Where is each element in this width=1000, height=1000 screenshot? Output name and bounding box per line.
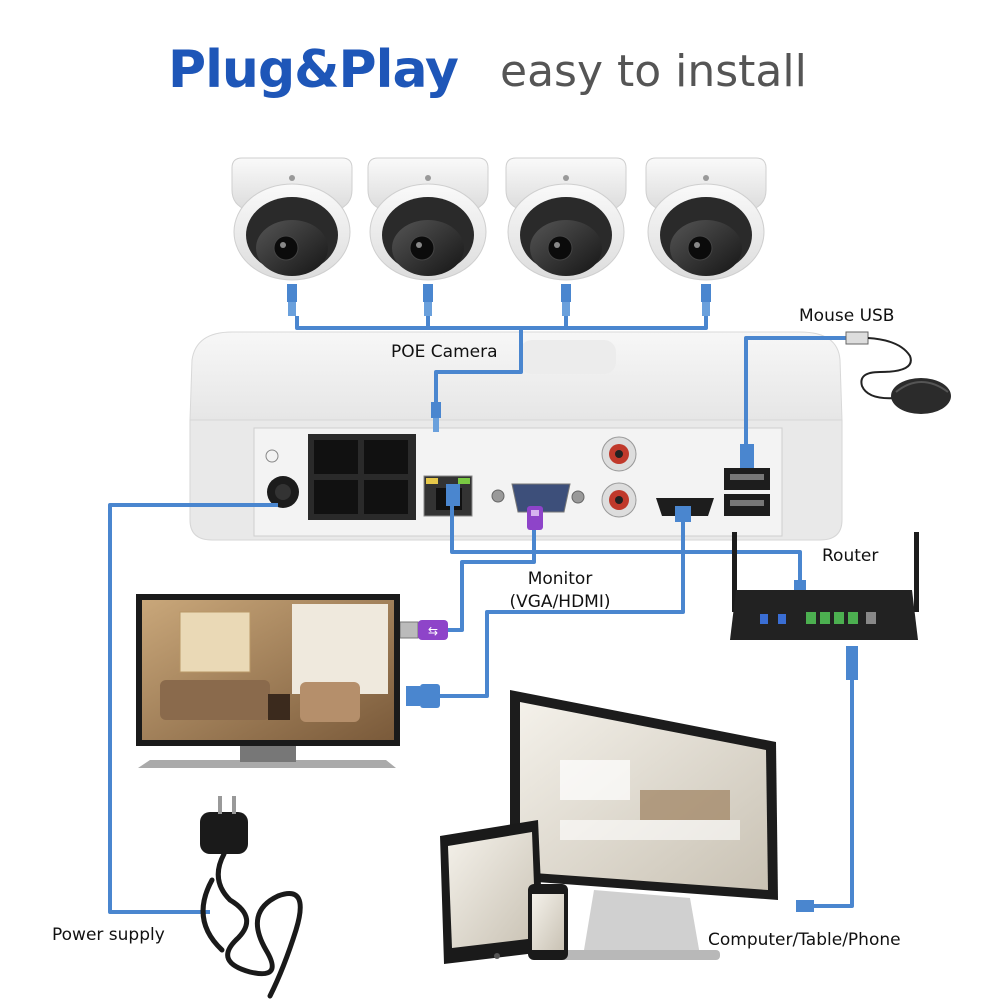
usb-plug-icon: ⇆ [399, 620, 448, 640]
dome-camera-icon [505, 157, 627, 281]
dome-camera-icon [645, 157, 767, 281]
tablet-icon [440, 820, 544, 964]
mouse-icon [845, 331, 951, 414]
poe-camera-label: POE Camera [391, 342, 498, 362]
camera-4 [645, 157, 767, 316]
camera-2 [367, 157, 489, 316]
rj45-plug-icon [446, 484, 460, 506]
dome-camera-icon [367, 157, 489, 281]
mouse-usb-cable [744, 336, 848, 466]
rj45-plug-icon [796, 900, 814, 912]
page-title: Plug&Play [168, 40, 459, 100]
rj45-plug-icon [846, 646, 858, 680]
hdmi-cable [440, 518, 685, 698]
page-subtitle: easy to install [500, 46, 807, 97]
dome-camera-icon [231, 157, 353, 281]
vga-cable [446, 526, 536, 632]
rj45-plug-icon [431, 402, 441, 432]
power-cable-icon [200, 796, 303, 999]
hdmi-plug-icon [406, 684, 440, 708]
router-label: Router [822, 546, 879, 566]
computer-cable [810, 660, 854, 908]
svg-text:⇆: ⇆ [428, 624, 438, 638]
camera-1 [231, 157, 353, 316]
rj45-plug-icon [701, 284, 711, 316]
mouse-usb-label: Mouse USB [799, 306, 895, 326]
monitor-label-line1: Monitor [527, 569, 593, 589]
power-supply-label: Power supply [52, 925, 165, 945]
cables [108, 316, 854, 914]
hdmi-plug-icon [675, 506, 691, 522]
usb-plug-icon [527, 506, 543, 530]
poe-trunk-cable [434, 328, 523, 430]
rj45-plug-icon [423, 284, 433, 316]
phone-icon [528, 884, 568, 960]
rj45-plug-icon [561, 284, 571, 316]
monitor-label-line2: (VGA/HDMI) [509, 592, 611, 612]
desktop-monitor-icon [510, 690, 778, 960]
camera-3 [505, 157, 627, 316]
router-cable [450, 505, 802, 600]
rj45-plug-icon [287, 284, 297, 316]
power-cable [108, 503, 278, 914]
usb-plug-icon [740, 444, 754, 468]
router-icon [730, 532, 919, 640]
camera-bus-cable [295, 316, 708, 330]
monitor-label: Monitor (VGA/HDMI) [490, 568, 630, 614]
tv-monitor-icon [136, 594, 400, 768]
computer-table-phone-label: Computer/Table/Phone [708, 930, 901, 950]
